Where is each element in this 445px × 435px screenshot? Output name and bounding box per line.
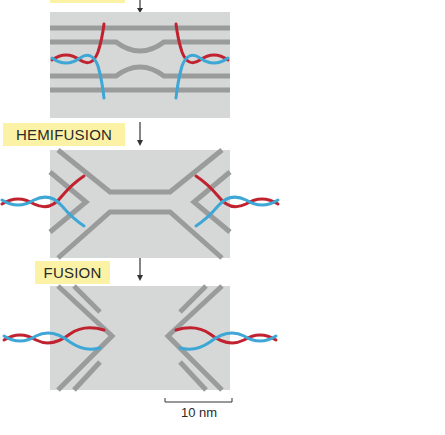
- fusion-panel: [4, 286, 276, 390]
- scale-label: 10 nm: [160, 404, 238, 420]
- scale-bar: [165, 398, 232, 402]
- step-label: FUSION: [35, 261, 110, 284]
- step-label: HEMIFUSION: [3, 123, 125, 146]
- hemifusion-panel: [2, 150, 278, 258]
- highlight-bar: [50, 0, 125, 3]
- docking-panel: [50, 12, 230, 118]
